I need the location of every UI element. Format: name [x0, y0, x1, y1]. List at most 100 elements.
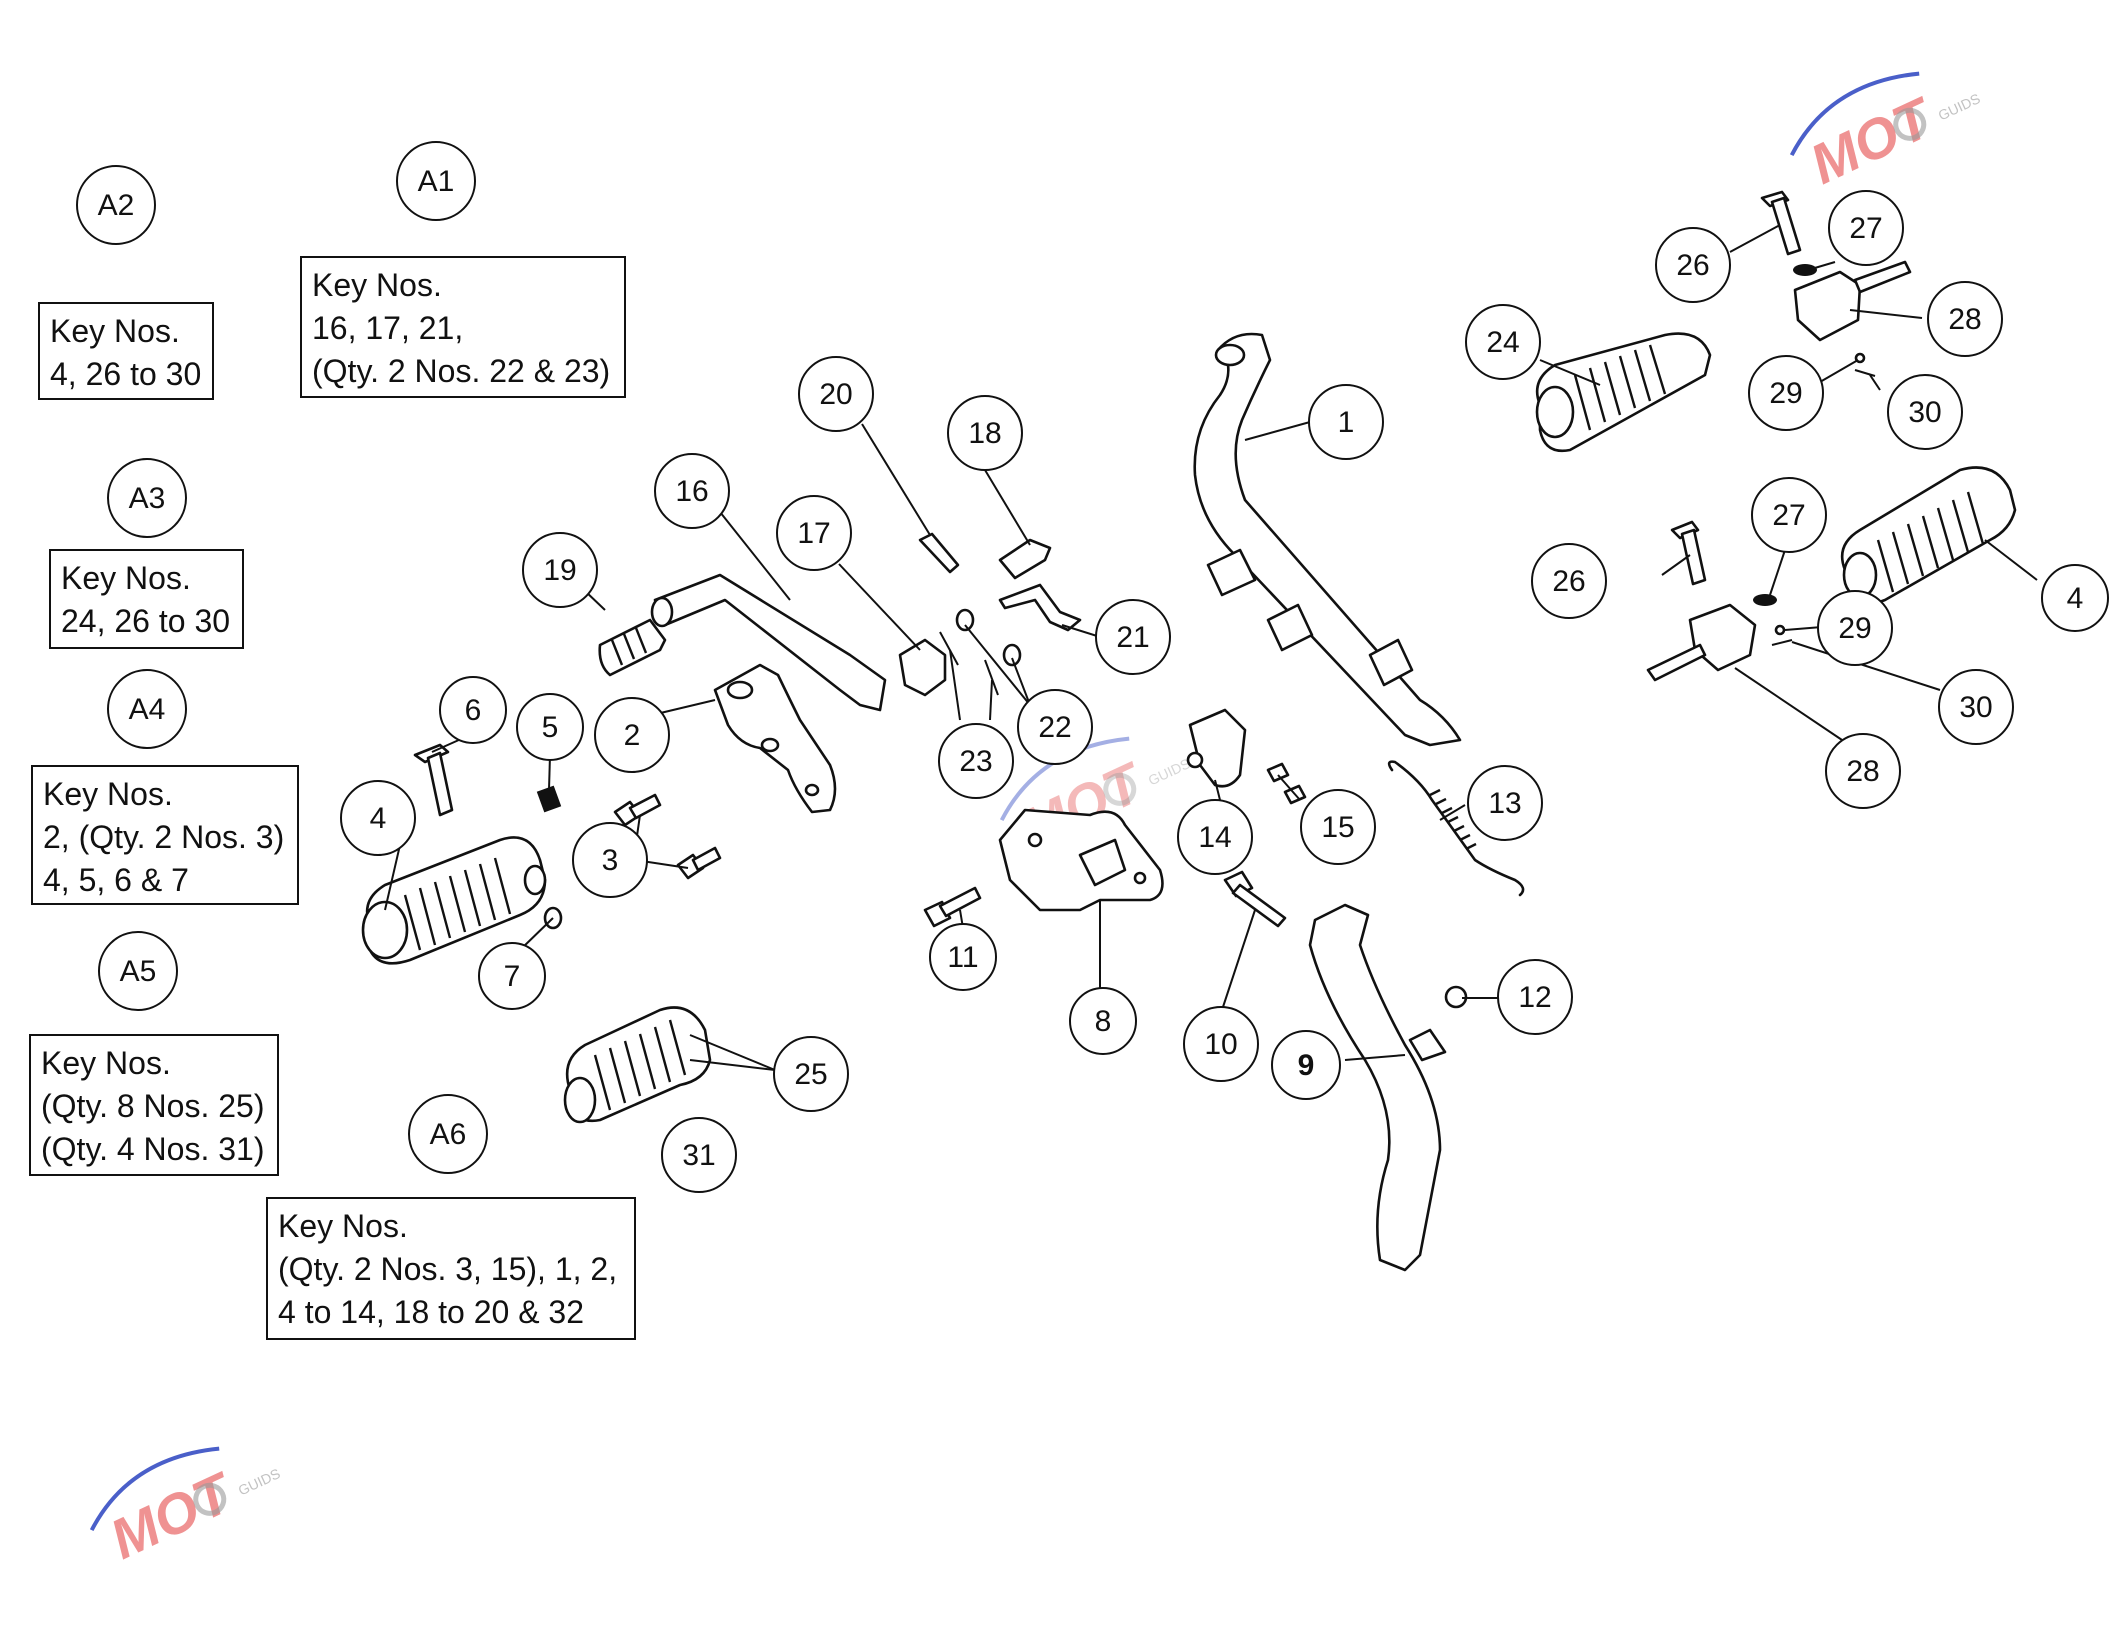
part-cotter-pin-30-top: [1854, 369, 1876, 377]
keybox-A5: Key Nos. (Qty. 8 Nos. 25) (Qty. 4 Nos. 3…: [29, 1034, 279, 1176]
keybox-A2-line-2: 4, 26 to 30: [50, 356, 202, 392]
callout-15: 15: [1300, 789, 1376, 865]
svg-text:26: 26: [1552, 565, 1585, 598]
part-gear-lever-16: [650, 573, 887, 712]
svg-text:9: 9: [1298, 1049, 1315, 1082]
part-washer-29-right: [1774, 624, 1786, 636]
svg-text:8: 8: [1095, 1005, 1112, 1038]
svg-text:A3: A3: [129, 482, 166, 515]
svg-text:22: 22: [1038, 711, 1071, 744]
svg-text:4: 4: [370, 802, 387, 835]
keybox-A6: Key Nos. (Qty. 2 Nos. 3, 15), 1, 2, 4 to…: [266, 1197, 636, 1340]
svg-text:11: 11: [947, 941, 978, 974]
part-frame-bar: [1193, 332, 1462, 747]
keybox-A4-line-3: 4, 5, 6 & 7: [43, 862, 189, 898]
callout-26-right: 26: [1531, 543, 1607, 619]
svg-text:12: 12: [1518, 981, 1551, 1014]
svg-text:A2: A2: [98, 189, 135, 222]
svg-text:13: 13: [1488, 787, 1521, 820]
part-bracket-28-right: [1646, 603, 1757, 682]
part-washer-22b: [1002, 643, 1022, 667]
part-pin-26-right: [1670, 520, 1707, 586]
keybox-A1-line-1: Key Nos.: [312, 267, 442, 303]
group-label-A1: A1: [396, 141, 476, 221]
part-clamp-17: [898, 638, 947, 697]
svg-text:6: 6: [465, 694, 482, 727]
part-footpeg-rubber-left: [361, 836, 547, 965]
part-spring-13: [1387, 760, 1525, 897]
watermark-logo-bottom-left: MOT GUIDS: [89, 1446, 283, 1571]
part-cotter-pin-23b: [984, 659, 999, 696]
svg-text:1: 1: [1338, 406, 1355, 439]
keybox-A6-line-1: Key Nos.: [278, 1208, 408, 1244]
callout-14: 14: [1177, 799, 1253, 875]
svg-text:GUIDS: GUIDS: [1146, 755, 1193, 788]
callout-16: 16: [654, 453, 730, 529]
svg-text:30: 30: [1959, 691, 1992, 724]
svg-text:24: 24: [1486, 326, 1519, 359]
group-label-A2: A2: [76, 165, 156, 245]
svg-text:GUIDS: GUIDS: [1936, 90, 1983, 123]
callout-12: 12: [1497, 959, 1573, 1035]
part-pin-20: [918, 532, 960, 574]
callout-20: 20: [798, 356, 874, 432]
group-label-A5: A5: [98, 931, 178, 1011]
callout-9: 9: [1271, 1030, 1341, 1100]
svg-text:27: 27: [1849, 212, 1882, 245]
svg-text:19: 19: [543, 554, 576, 587]
callout-30-right: 30: [1938, 669, 2014, 745]
svg-text:4: 4: [2067, 582, 2084, 615]
svg-text:20: 20: [819, 378, 852, 411]
watermark-logo-top-right: MOT GUIDS: [1789, 71, 1983, 196]
part-lever-rubber-19: [598, 618, 667, 677]
svg-text:MOT: MOT: [101, 1459, 245, 1571]
group-label-A3: A3: [107, 458, 187, 538]
part-fitting-14: [1186, 708, 1247, 788]
callout-31: 31: [661, 1117, 737, 1193]
callout-4-right: 4: [2041, 564, 2109, 632]
keybox-A3-line-1: Key Nos.: [61, 560, 191, 596]
svg-text:30: 30: [1908, 396, 1941, 429]
keybox-A6-line-3: 4 to 14, 18 to 20 & 32: [278, 1294, 585, 1330]
part-bolt-15a: [1266, 762, 1290, 783]
keybox-A4-line-2: 2, (Qty. 2 Nos. 3): [43, 819, 285, 855]
callout-4-left: 4: [340, 780, 416, 856]
keybox-A4-line-1: Key Nos.: [43, 776, 173, 812]
svg-text:25: 25: [794, 1058, 827, 1091]
svg-text:29: 29: [1769, 377, 1802, 410]
svg-text:3: 3: [602, 844, 619, 877]
callout-29-top: 29: [1748, 355, 1824, 431]
svg-text:A1: A1: [418, 165, 455, 198]
svg-text:A4: A4: [129, 693, 166, 726]
svg-text:23: 23: [959, 745, 992, 778]
svg-text:15: 15: [1321, 811, 1354, 844]
svg-text:5: 5: [542, 711, 559, 744]
callout-30-top: 30: [1887, 374, 1963, 450]
callout-13: 13: [1467, 765, 1543, 841]
callout-28-right: 28: [1825, 733, 1901, 809]
callout-23: 23: [938, 723, 1014, 799]
part-pin-26-top: [1760, 190, 1802, 256]
callout-25: 25: [773, 1036, 849, 1112]
keybox-A6-line-2: (Qty. 2 Nos. 3, 15), 1, 2,: [278, 1251, 618, 1287]
callout-17: 17: [776, 495, 852, 571]
svg-text:17: 17: [797, 517, 830, 550]
part-bolt-11: [923, 886, 982, 928]
part-pin-6: [413, 743, 454, 817]
svg-text:10: 10: [1204, 1028, 1237, 1061]
part-spring-27-right: [1753, 594, 1777, 606]
part-footpeg-rubber-right: [1840, 466, 2017, 605]
keybox-A5-line-3: (Qty. 4 Nos. 31): [41, 1131, 265, 1167]
svg-text:7: 7: [504, 960, 521, 993]
part-bracket-28-top: [1793, 260, 1912, 342]
group-label-A6: A6: [408, 1094, 488, 1174]
keybox-A1-line-3: (Qty. 2 Nos. 22 & 23): [312, 353, 611, 389]
keybox-A4: Key Nos. 2, (Qty. 2 Nos. 3) 4, 5, 6 & 7: [31, 765, 299, 905]
part-bolt-10: [1223, 870, 1287, 928]
callout-1: 1: [1308, 384, 1384, 460]
keybox-A2-line-1: Key Nos.: [50, 313, 180, 349]
callout-28-top: 28: [1927, 281, 2003, 357]
svg-text:GUIDS: GUIDS: [236, 1465, 283, 1498]
part-spring-27-top: [1793, 264, 1817, 276]
part-cotter-pin-23a: [939, 631, 959, 666]
